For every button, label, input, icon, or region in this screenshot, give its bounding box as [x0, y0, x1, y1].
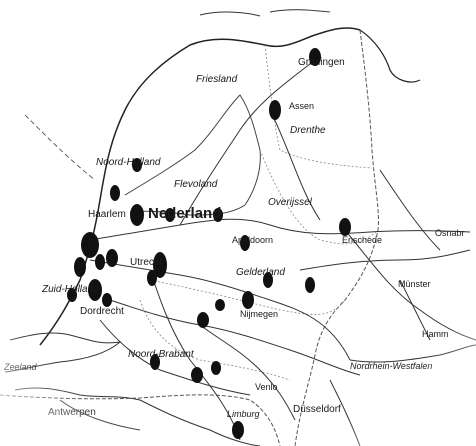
label-hamm: Hamm	[422, 329, 449, 339]
label-munster: Münster	[398, 279, 431, 289]
marker[interactable]	[95, 254, 105, 270]
label-nordrhein: Nordrhein-Westfalen	[350, 361, 433, 371]
label-antwerpen: Antwerpen	[48, 407, 96, 418]
label-noordbrabant: Noord-Brabant	[128, 349, 194, 360]
coastline-north	[359, 29, 421, 83]
island	[199, 11, 261, 17]
label-zuidholland: Zuid-Holland	[42, 284, 99, 295]
marker[interactable]	[215, 299, 225, 311]
label-dusseldorf: Düsseldorf	[293, 404, 341, 415]
label-friesland: Friesland	[196, 74, 238, 85]
label-enschede: Enschede	[342, 235, 383, 245]
ijsselmeer-shore	[124, 94, 261, 216]
label-gelderland: Gelderland	[236, 267, 285, 278]
marker[interactable]	[211, 361, 221, 375]
label-zeeland: Zeeland	[4, 362, 37, 372]
label-dordrecht: Dordrecht	[80, 306, 124, 317]
label-groningen: Groningen	[298, 57, 345, 68]
marker[interactable]	[191, 367, 203, 383]
marker[interactable]	[147, 270, 157, 286]
label-osnabruck: Osnabr	[435, 228, 465, 238]
marker[interactable]	[232, 421, 244, 439]
label-noordholland: Noord-Holland	[96, 157, 161, 168]
label-utrecht: Utrecht	[130, 257, 163, 268]
marker[interactable]	[339, 218, 351, 236]
label-apeldoorn: Apeldoorn	[232, 235, 274, 245]
label-assen: Assen	[289, 101, 315, 111]
marker[interactable]	[110, 185, 120, 201]
marker[interactable]	[269, 100, 281, 120]
province-border	[24, 114, 96, 181]
marker[interactable]	[81, 232, 99, 258]
label-nederland: Nederland	[148, 205, 222, 222]
label-overijssel: Overijssel	[268, 197, 312, 208]
marker[interactable]	[242, 291, 254, 309]
marker[interactable]	[102, 293, 112, 307]
marker[interactable]	[106, 249, 118, 267]
marker[interactable]	[74, 257, 86, 277]
island	[269, 9, 331, 13]
label-venlo: Venlo	[255, 382, 278, 392]
marker[interactable]	[305, 277, 315, 293]
label-nijmegen: Nijmegen	[240, 309, 279, 319]
label-flevoland: Flevoland	[174, 179, 218, 190]
label-limburg: Limburg	[227, 409, 260, 419]
label-drenthe: Drenthe	[290, 125, 326, 136]
marker[interactable]	[197, 312, 209, 328]
marker[interactable]	[130, 204, 144, 226]
label-haarlem: Haarlem	[88, 209, 126, 220]
